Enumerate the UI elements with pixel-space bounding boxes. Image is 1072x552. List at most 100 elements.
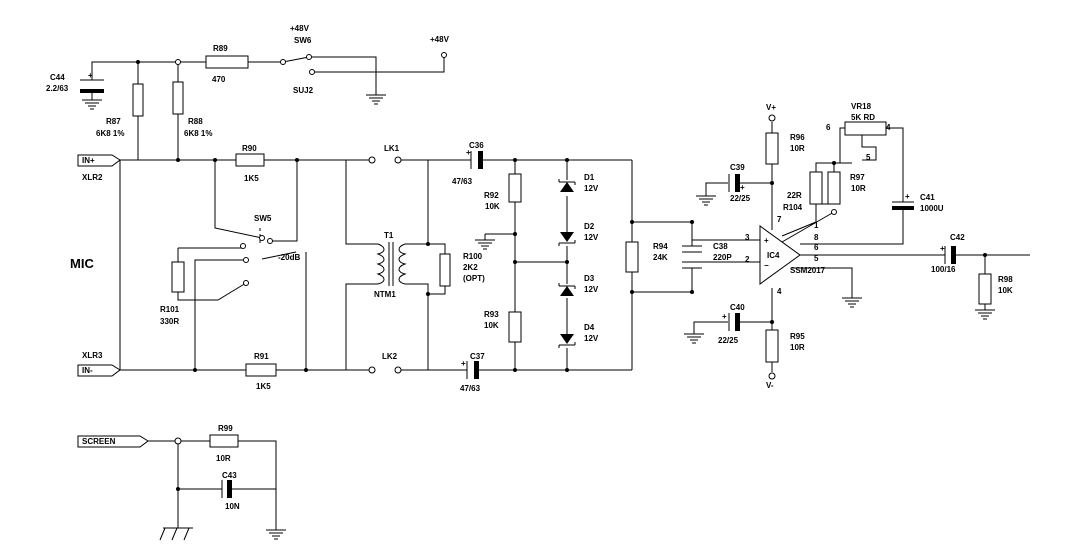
r91-value: 1K5 [256,382,271,391]
r90-value: 1K5 [244,174,259,183]
svg-text:+: + [740,183,745,192]
d3-symbol [558,283,576,296]
d4-ref: D4 [584,323,595,332]
plus48-a: +48V [290,24,310,33]
d4-value: 12V [584,334,599,343]
r93-ref: R93 [484,310,499,319]
r96-ref: R96 [790,133,805,142]
d1-value: 12V [584,184,599,193]
c37-ref: C37 [470,352,485,361]
c41-value: 1000U [920,204,944,213]
c36-symbol [468,151,486,169]
t1-ref: T1 [384,231,394,240]
r90-ref: R90 [242,144,257,153]
c40-ref: C40 [730,303,745,312]
pin-6: 6 [814,243,819,252]
xlr2-label: XLR2 [82,173,103,182]
c41-ref: C41 [920,193,935,202]
r87-body [132,83,144,117]
r94-body [625,241,639,273]
pin-4: 4 [777,287,782,296]
r97-body [827,171,841,205]
transformer-t1 [376,242,407,286]
ports [77,154,149,448]
lk2-label: LK2 [382,352,398,361]
c40-symbol [728,313,740,331]
r94-value: 24K [653,253,668,262]
c38-ref: C38 [713,242,728,251]
capacitors [80,75,960,498]
r96-value: 10R [790,144,805,153]
c39-value: 22/25 [730,194,751,203]
c37-value: 47/63 [460,384,481,393]
sw6-label: SW6 [294,36,312,45]
r100-ref: R100 [463,252,483,261]
r91-ref: R91 [254,352,269,361]
svg-text:+: + [461,359,466,368]
c43-value: 10N [225,502,240,511]
r99-body [209,434,239,448]
c43-symbol [221,480,240,498]
ic4-part: SSM2017 [790,266,826,275]
vplus-label: V+ [766,103,776,112]
r95-ref: R95 [790,332,805,341]
pin-3: 3 [745,233,750,242]
svg-text:+: + [466,148,471,157]
c36-ref: C36 [469,141,484,150]
screen-label: SCREEN [82,437,116,446]
vr18-body [844,121,887,136]
c39-ref: C39 [730,163,745,172]
screen-port [77,435,149,448]
r95-value: 10R [790,343,805,352]
r92-value: 10K [485,202,500,211]
c36-value: 47/63 [452,177,473,186]
c41-symbol [892,194,914,210]
zener-diodes [558,179,576,348]
svg-text:+: + [905,192,910,201]
r88-ref: R88 [188,117,203,126]
d3-ref: D3 [584,274,595,283]
c42-ref: C42 [950,233,965,242]
svg-text:+: + [88,71,93,80]
vminus-label: V- [766,381,774,390]
r100-note: (OPT) [463,274,485,283]
r101-body [171,261,185,293]
vr18-ref: VR18 [851,102,872,111]
c43-ref: C43 [222,471,237,480]
op-amp-ic4: + − [759,225,801,285]
c44-ref: C44 [50,73,65,82]
c44-symbol [80,75,104,96]
r88-value: 6K8 1% [184,129,212,138]
c38-value: 220P [713,253,732,262]
pin-8: 8 [814,233,819,242]
pin-5: 5 [814,254,819,263]
r97-ref: R97 [850,173,865,182]
r100-body [439,253,451,287]
r97-value: 10R [851,184,866,193]
suj2-label: SUJ2 [293,86,314,95]
d3-value: 12V [584,285,599,294]
plus48-b: +48V [430,35,450,44]
vr-pin-6: 6 [826,123,831,132]
ic4-ref: IC4 [767,251,780,260]
c38-symbol [682,245,702,269]
r98-body [978,273,992,305]
pin-7: 7 [777,215,782,224]
d4-symbol [558,334,576,348]
r89-value: 470 [212,75,226,84]
c39-symbol [728,174,740,192]
vr-pin-5: 5 [866,153,871,162]
in-minus-port [77,364,121,377]
pin-2: 2 [745,255,750,264]
d2-value: 12V [584,233,599,242]
sw5-ref: SW5 [254,214,272,223]
c44-value: 2.2/63 [46,84,69,93]
d1-symbol [558,179,576,192]
vr-pin-4: 4 [886,123,891,132]
r89-ref: R89 [213,44,228,53]
r104-body [809,171,823,205]
r98-value: 10K [998,286,1013,295]
r92-body [508,173,522,203]
r96-body [765,132,779,165]
